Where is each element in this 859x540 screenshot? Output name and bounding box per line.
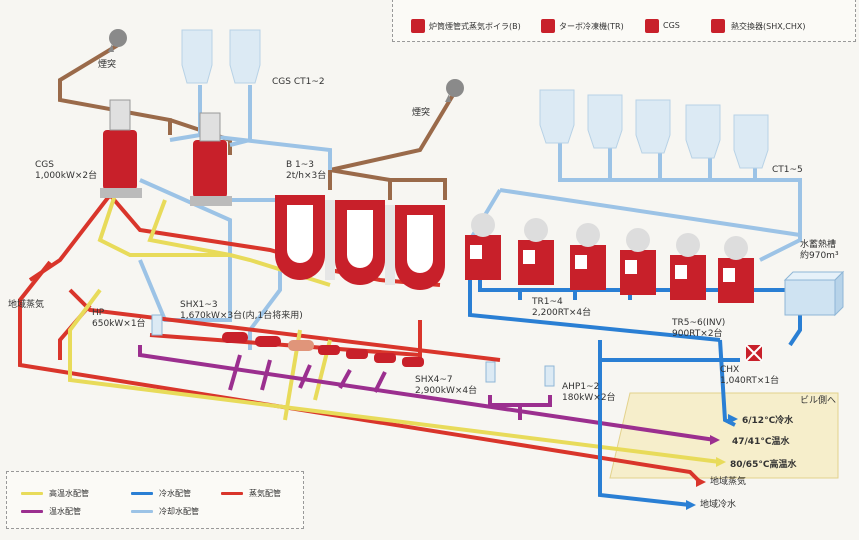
tr14-label: TR1~4 2,200RT×4台 xyxy=(532,297,591,319)
legend-turbo-chiller-label: ターボ冷凍機(TR) xyxy=(559,21,624,32)
cgs-icon xyxy=(645,19,659,33)
legend-hot-water-label: 高温水配管 xyxy=(49,488,89,499)
boiler-spec: 2t/h×3台 xyxy=(286,171,326,182)
to-building-label: ビル側へ xyxy=(800,396,836,407)
shx13-name: SHX1~3 xyxy=(180,300,303,311)
chimney-left xyxy=(108,29,127,52)
chx-spec: 1,040RT×1台 xyxy=(720,376,779,387)
tank-name: 水蓄熱槽 xyxy=(800,240,839,251)
steam-swatch xyxy=(221,492,243,495)
legend-heat-exchanger-label: 熱交換器(SHX,CHX) xyxy=(731,21,805,32)
hp-spec: 650kW×1台 xyxy=(92,319,146,330)
legend-cooling-water-label: 冷却水配管 xyxy=(159,506,199,517)
shx13-spec: 1,670kW×3台(内,1台将来用) xyxy=(180,311,303,322)
chimney-right-label: 煙突 xyxy=(412,108,430,119)
shx47-spec: 2,900kW×4台 xyxy=(415,386,477,397)
chx-label: CHX 1,040RT×1台 xyxy=(720,365,779,387)
cgs-label: CGS 1,000kW×2台 xyxy=(35,160,97,182)
water-storage-tank xyxy=(785,272,843,315)
shx47-label: SHX4~7 2,900kW×4台 xyxy=(415,375,477,397)
cgs-name: CGS xyxy=(35,160,97,171)
legend-steam-label: 蒸気配管 xyxy=(249,488,281,499)
tr14-name: TR1~4 xyxy=(532,297,591,308)
legend-cgs-label: CGS xyxy=(663,21,680,30)
district-steam-in-label: 地域蒸気 xyxy=(8,300,44,311)
turbo-chiller-icon xyxy=(541,19,555,33)
boiler-name: B 1~3 xyxy=(286,160,326,171)
cooling-water-swatch xyxy=(131,510,153,513)
chilled-water-swatch xyxy=(131,492,153,495)
hot-water-swatch xyxy=(21,492,43,495)
ct-label: CT1~5 xyxy=(772,165,803,176)
shx13-label: SHX1~3 1,670kW×3台(内,1台将来用) xyxy=(180,300,303,322)
heat-exchanger-icon xyxy=(711,19,725,33)
cgs-spec: 1,000kW×2台 xyxy=(35,171,97,182)
out-chilled-label: 6/12°C冷水 xyxy=(742,413,793,426)
tr14-spec: 2,200RT×4台 xyxy=(532,308,591,319)
tr56-label: TR5~6(INV) 900RT×2台 xyxy=(672,318,725,340)
ahp-label: AHP1~2 180kW×2台 xyxy=(562,382,616,404)
hp-label: HP 650kW×1台 xyxy=(92,308,146,330)
tank-label: 水蓄熱槽 約970m³ xyxy=(800,240,839,262)
boiler-label: B 1~3 2t/h×3台 xyxy=(286,160,326,182)
pipe-legend: 高温水配管 冷水配管 蒸気配管 温水配管 冷却水配管 xyxy=(6,471,304,529)
legend-chilled-water-label: 冷水配管 xyxy=(159,488,191,499)
boiler-icon xyxy=(411,19,425,33)
out-district-steam-label: 地域蒸気 xyxy=(710,477,746,488)
ahp-spec: 180kW×2台 xyxy=(562,393,616,404)
chimney-left-label: 煙突 xyxy=(98,60,116,71)
chimney-right xyxy=(445,79,464,102)
chx-name: CHX xyxy=(720,365,779,376)
air-heat-pumps xyxy=(486,362,554,386)
legend-warm-water-label: 温水配管 xyxy=(49,506,81,517)
cgs-ct-label: CGS CT1~2 xyxy=(272,77,325,88)
equipment-legend: 炉筒煙管式蒸気ボイラ(B) ターボ冷凍機(TR) CGS 熱交換器(SHX,CH… xyxy=(392,0,856,42)
boilers xyxy=(275,195,445,290)
out-district-chilled-label: 地域冷水 xyxy=(700,500,736,511)
tr56-name: TR5~6(INV) xyxy=(672,318,725,329)
cooling-towers xyxy=(540,90,768,168)
hp-name: HP xyxy=(92,308,146,319)
legend-boiler-label: 炉筒煙管式蒸気ボイラ(B) xyxy=(429,21,521,32)
chx-heat-exchanger xyxy=(746,345,762,361)
tr56-spec: 900RT×2台 xyxy=(672,329,725,340)
shx47-name: SHX4~7 xyxy=(415,375,477,386)
heat-pump xyxy=(152,315,162,335)
ahp-name: AHP1~2 xyxy=(562,382,616,393)
out-warm-label: 47/41°C温水 xyxy=(732,434,789,447)
tank-spec: 約970m³ xyxy=(800,251,839,262)
cgs-cooling-towers xyxy=(182,30,260,83)
out-hot-label: 80/65°C高温水 xyxy=(730,457,796,470)
warm-water-swatch xyxy=(21,510,43,513)
